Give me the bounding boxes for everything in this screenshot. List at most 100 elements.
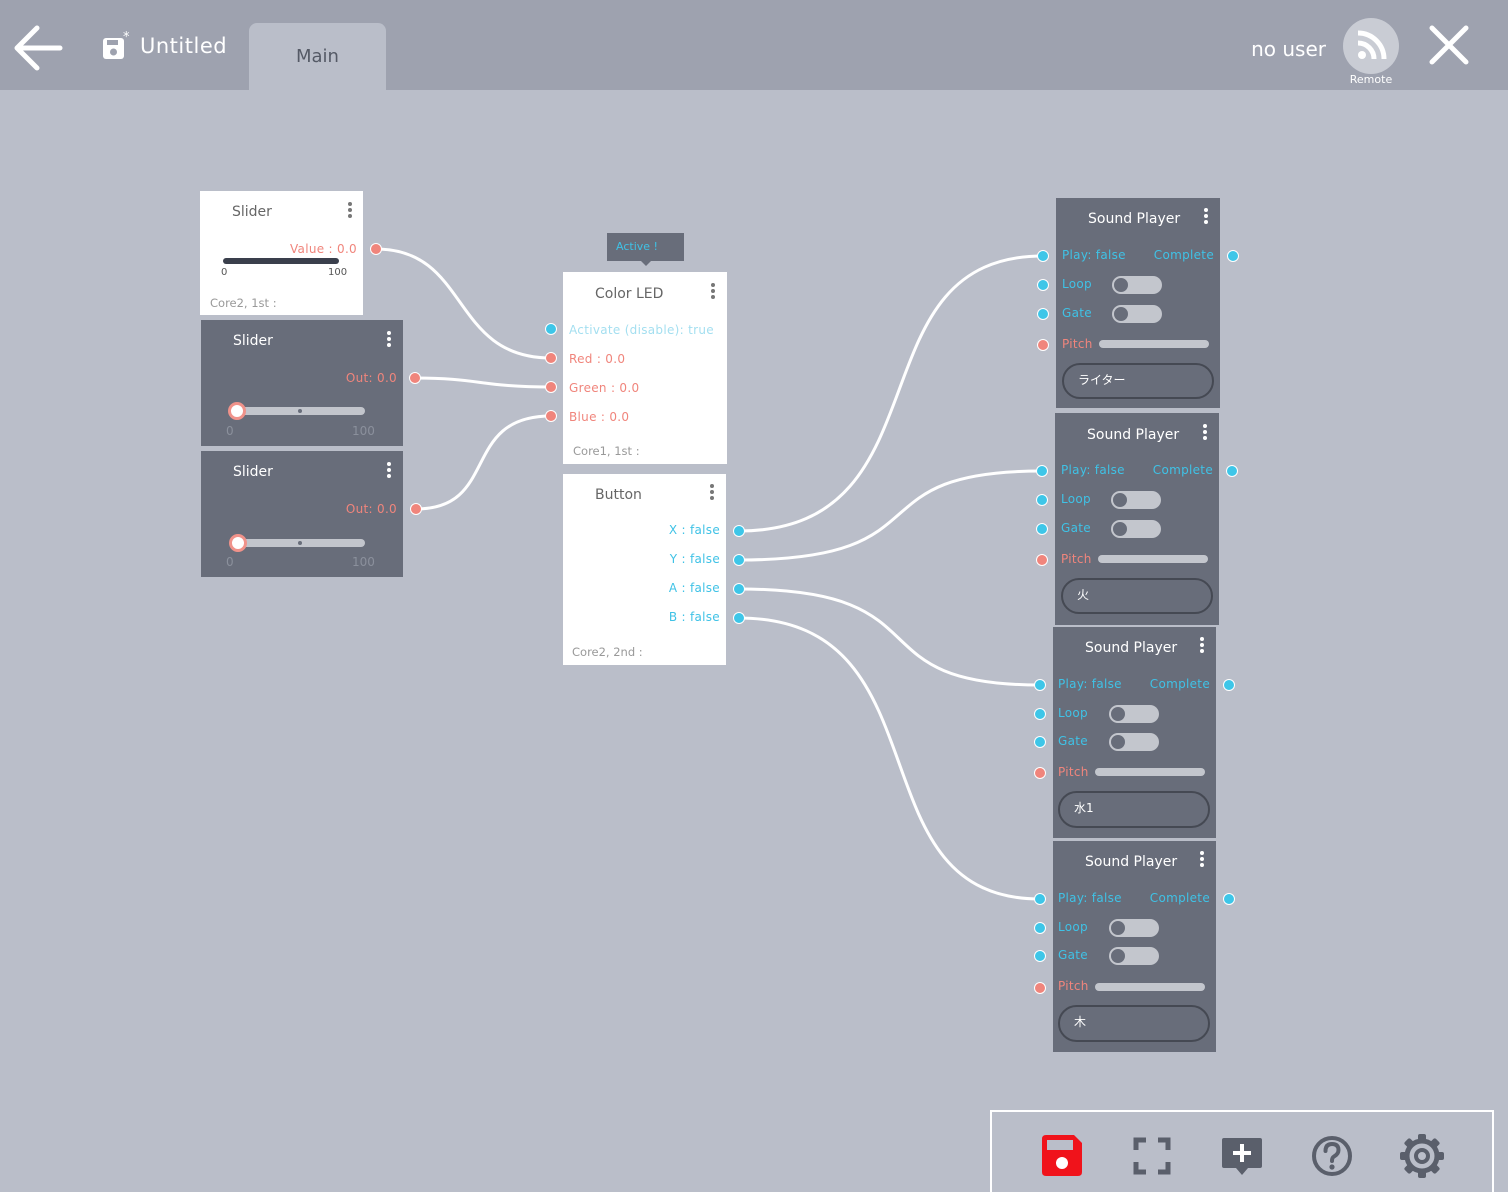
slider-min: 0 <box>226 555 234 569</box>
gate-toggle[interactable] <box>1109 947 1159 965</box>
loop-toggle[interactable] <box>1112 276 1162 294</box>
sound-player-node-4[interactable]: Sound Player Play: false Complete Loop G… <box>1053 841 1216 1052</box>
port-slider2-out[interactable] <box>409 372 421 384</box>
slider-node-3[interactable]: Slider Out: 0.0 0 100 <box>201 451 403 577</box>
node-menu-icon[interactable] <box>1200 851 1204 869</box>
pitch-slider[interactable] <box>1099 340 1209 348</box>
port-pitch[interactable] <box>1034 982 1046 994</box>
loop-toggle[interactable] <box>1109 919 1159 937</box>
sound-select[interactable]: ライター <box>1062 363 1214 399</box>
document-title[interactable]: * Untitled <box>102 28 227 64</box>
node-menu-icon[interactable] <box>1200 637 1204 655</box>
settings-icon[interactable] <box>1398 1132 1446 1180</box>
slider-track[interactable] <box>223 258 339 264</box>
port-gate[interactable] <box>1034 736 1046 748</box>
sound-select[interactable]: 火 <box>1061 578 1213 614</box>
node-title: Sound Player <box>1087 427 1180 443</box>
port-play[interactable] <box>1034 679 1046 691</box>
led-blue-label: Blue : 0.0 <box>569 410 630 424</box>
port-play[interactable] <box>1037 250 1049 262</box>
node-title: Slider <box>233 333 273 349</box>
port-loop[interactable] <box>1036 494 1048 506</box>
complete-label: Complete <box>1149 891 1210 905</box>
port-slider3-out[interactable] <box>410 503 422 515</box>
rss-icon <box>1357 30 1387 60</box>
fullscreen-icon[interactable] <box>1128 1132 1176 1180</box>
port-led-green[interactable] <box>545 381 557 393</box>
port-button-b[interactable] <box>733 612 745 624</box>
node-menu-icon[interactable] <box>710 484 714 502</box>
sound-player-node-1[interactable]: Sound Player Play: false Complete Loop G… <box>1056 198 1220 408</box>
gate-label: Gate <box>1062 306 1092 320</box>
save-icon[interactable] <box>1038 1132 1086 1180</box>
play-label: Play: false <box>1058 677 1122 691</box>
port-complete[interactable] <box>1226 465 1238 477</box>
gate-toggle[interactable] <box>1109 733 1159 751</box>
port-button-a[interactable] <box>733 583 745 595</box>
led-red-label: Red : 0.0 <box>569 352 626 366</box>
remote-button[interactable] <box>1343 18 1399 74</box>
user-name: no user <box>1251 37 1326 61</box>
close-icon[interactable] <box>1426 22 1472 68</box>
sound-player-node-2[interactable]: Sound Player Play: false Complete Loop G… <box>1055 413 1219 625</box>
port-led-activate[interactable] <box>545 323 557 335</box>
port-loop[interactable] <box>1037 279 1049 291</box>
gate-toggle[interactable] <box>1112 305 1162 323</box>
slider-knob[interactable] <box>228 402 246 420</box>
port-led-red[interactable] <box>545 352 557 364</box>
node-menu-icon[interactable] <box>348 202 352 220</box>
loop-toggle[interactable] <box>1111 491 1161 509</box>
led-activate-label: Activate (disable): true <box>569 323 714 337</box>
color-led-node[interactable]: Color LED Activate (disable): true Red :… <box>563 272 727 464</box>
sound-player-node-3[interactable]: Sound Player Play: false Complete Loop G… <box>1053 627 1216 838</box>
play-label: Play: false <box>1061 463 1125 477</box>
port-play[interactable] <box>1036 465 1048 477</box>
port-complete[interactable] <box>1223 893 1235 905</box>
port-pitch[interactable] <box>1037 339 1049 351</box>
node-title: Slider <box>232 204 272 220</box>
node-menu-icon[interactable] <box>387 331 391 349</box>
node-menu-icon[interactable] <box>387 462 391 480</box>
active-tooltip: Active ! <box>607 233 684 266</box>
pitch-slider[interactable] <box>1098 555 1208 563</box>
button-node[interactable]: Button X : false Y : false A : false B :… <box>563 474 726 665</box>
node-menu-icon[interactable] <box>1203 424 1207 442</box>
bottom-toolbar <box>990 1110 1494 1192</box>
back-arrow-icon[interactable] <box>10 20 66 76</box>
port-pitch[interactable] <box>1036 554 1048 566</box>
port-button-y[interactable] <box>733 554 745 566</box>
port-button-x[interactable] <box>733 525 745 537</box>
tab-main[interactable]: Main <box>249 23 386 90</box>
port-led-blue[interactable] <box>545 410 557 422</box>
gate-toggle[interactable] <box>1111 520 1161 538</box>
port-loop[interactable] <box>1034 708 1046 720</box>
help-icon[interactable] <box>1308 1132 1356 1180</box>
slider-out-label: Out: 0.0 <box>345 371 397 385</box>
sound-select[interactable]: 木 <box>1058 1005 1210 1042</box>
port-complete[interactable] <box>1223 679 1235 691</box>
slider-min: 0 <box>226 424 234 438</box>
port-gate[interactable] <box>1036 523 1048 535</box>
port-gate[interactable] <box>1037 308 1049 320</box>
port-complete[interactable] <box>1227 250 1239 262</box>
node-menu-icon[interactable] <box>1204 208 1208 226</box>
slider-value-label: Value : 0.0 <box>289 242 357 256</box>
sound-select[interactable]: 水1 <box>1058 791 1210 828</box>
port-slider1-value[interactable] <box>370 243 382 255</box>
port-gate[interactable] <box>1034 950 1046 962</box>
node-menu-icon[interactable] <box>711 283 715 301</box>
add-comment-icon[interactable] <box>1218 1132 1266 1180</box>
pitch-slider[interactable] <box>1095 983 1205 991</box>
node-title: Sound Player <box>1085 640 1178 656</box>
port-pitch[interactable] <box>1034 767 1046 779</box>
slider-node-1[interactable]: Slider Value : 0.0 0 100 Core2, 1st : <box>200 191 363 315</box>
port-play[interactable] <box>1034 893 1046 905</box>
gate-label: Gate <box>1058 948 1088 962</box>
title-text: Untitled <box>140 34 228 58</box>
loop-toggle[interactable] <box>1109 705 1159 723</box>
slider-knob[interactable] <box>229 534 247 552</box>
wire-a-play3 <box>738 587 1041 687</box>
port-loop[interactable] <box>1034 922 1046 934</box>
slider-node-2[interactable]: Slider Out: 0.0 0 100 <box>201 320 403 446</box>
pitch-slider[interactable] <box>1095 768 1205 776</box>
